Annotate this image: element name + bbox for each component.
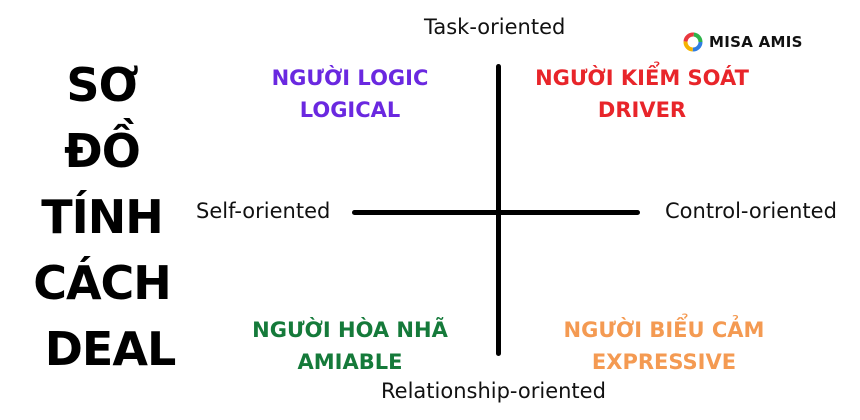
quadrant-logical: NGƯỜI LOGIC LOGICAL xyxy=(220,62,480,126)
title-line-2: ĐỒ xyxy=(64,124,141,178)
axis-label-bottom: Relationship-oriented xyxy=(381,379,606,403)
axis-label-right: Control-oriented xyxy=(665,199,837,223)
quadrant-logical-vi: NGƯỜI LOGIC xyxy=(271,66,429,90)
quadrant-expressive-vi: NGƯỜI BIỂU CẢM xyxy=(563,318,765,342)
quadrant-driver-vi: NGƯỜI KIỂM SOÁT xyxy=(535,66,749,90)
axis-label-top: Task-oriented xyxy=(424,15,566,39)
title-line-3: TÍNH xyxy=(41,190,164,244)
quadrant-driver: NGƯỜI KIỂM SOÁT DRIVER xyxy=(512,62,772,126)
quadrant-amiable-vi: NGƯỜI HÒA NHÃ xyxy=(252,318,448,342)
title-line-1: SƠ xyxy=(66,58,138,112)
title-line-5: DEAL xyxy=(44,322,177,376)
quadrant-expressive: NGƯỜI BIỂU CẢM EXPRESSIVE xyxy=(534,314,794,378)
quadrant-expressive-en: EXPRESSIVE xyxy=(591,350,737,374)
quadrant-amiable: NGƯỜI HÒA NHÃ AMIABLE xyxy=(220,314,480,378)
misa-amis-logo: MISA AMIS xyxy=(682,29,803,55)
axis-label-left: Self-oriented xyxy=(196,199,331,223)
quadrant-driver-en: DRIVER xyxy=(597,98,687,122)
quadrant-logical-en: LOGICAL xyxy=(299,98,401,122)
logo-text: MISA AMIS xyxy=(709,33,803,51)
title-line-4: CÁCH xyxy=(33,256,172,310)
vertical-axis xyxy=(496,64,501,356)
quadrant-amiable-en: AMIABLE xyxy=(297,350,403,374)
misa-ring-icon xyxy=(683,32,703,52)
